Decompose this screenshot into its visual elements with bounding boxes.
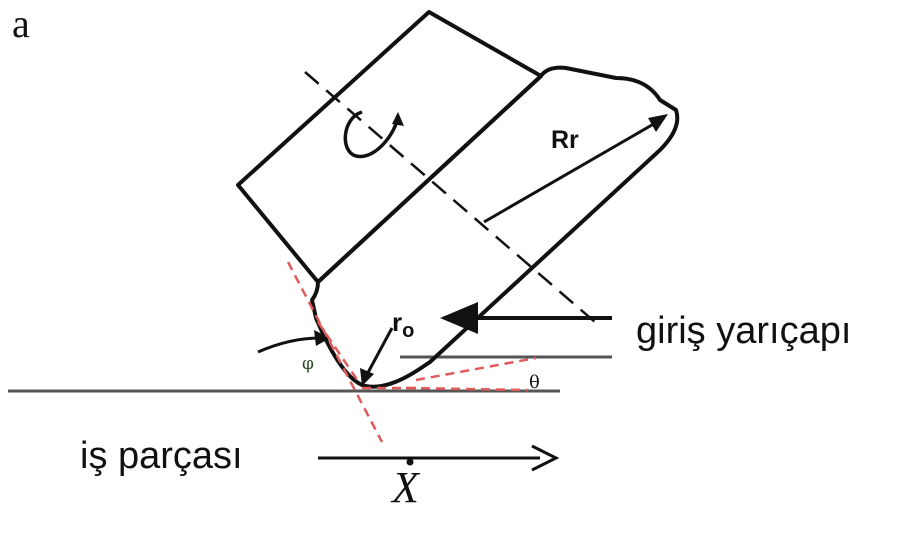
cutting-edge-line bbox=[316, 321, 362, 385]
rotation-axis bbox=[304, 71, 596, 323]
feed-rate-dot bbox=[406, 458, 414, 466]
rotation-arrow bbox=[343, 110, 400, 159]
nose-radius-symbol: r bbox=[392, 307, 403, 337]
tool-radius-label: Rr bbox=[551, 126, 579, 154]
nose-radius-subscript: o bbox=[402, 320, 415, 342]
angle-construction-lines bbox=[286, 261, 537, 443]
phi-arrow bbox=[257, 336, 321, 354]
tool-radius-arrow bbox=[483, 116, 665, 224]
tool-radius-arrowhead bbox=[648, 114, 668, 132]
theta-label: θ bbox=[529, 372, 540, 393]
entry-radius-label: giriş yarıçapı bbox=[636, 310, 852, 352]
panel-label: a bbox=[12, 1, 30, 46]
phi-arrowhead bbox=[314, 330, 330, 346]
feed-arrowhead bbox=[531, 444, 560, 472]
rotation-arrowhead bbox=[392, 112, 404, 126]
entry-arrowhead bbox=[440, 302, 478, 334]
phi-label: φ bbox=[302, 354, 314, 374]
nose-radius-arrow bbox=[362, 327, 394, 381]
theta-lower-line bbox=[405, 386, 529, 392]
tool-back-face bbox=[236, 10, 543, 284]
workpiece-label: iş parçası bbox=[80, 435, 243, 477]
nose-radius-label: ro bbox=[392, 309, 414, 341]
theta-upper-line bbox=[415, 356, 537, 382]
nose-radius-arrowhead bbox=[360, 368, 374, 386]
feed-label: X bbox=[392, 463, 419, 512]
tool-insert-body bbox=[310, 65, 680, 389]
phi-reference-line bbox=[286, 261, 384, 443]
